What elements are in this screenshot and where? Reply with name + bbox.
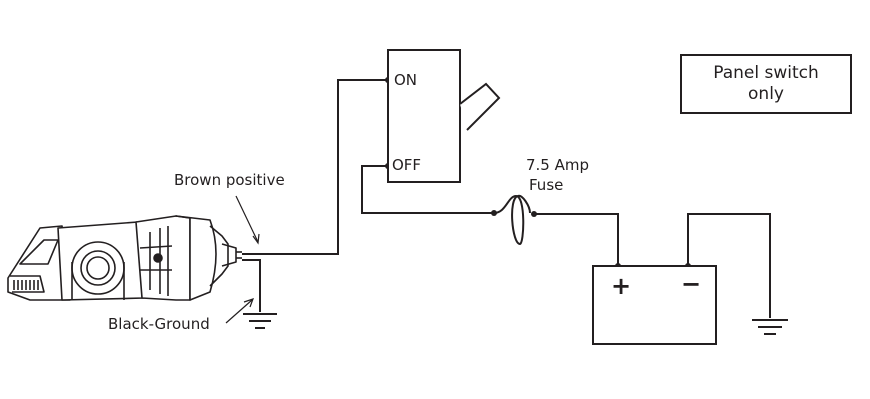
brown-positive-label: Brown positive	[174, 171, 285, 189]
wires	[242, 79, 771, 318]
switch-off-label: OFF	[392, 156, 422, 174]
battery-minus-label: −	[681, 270, 702, 298]
battery-icon	[592, 265, 717, 345]
leader-arrows	[225, 195, 260, 324]
battery-ground-symbol-icon	[752, 319, 788, 335]
switch-on-label: ON	[394, 71, 418, 89]
panel-note-line-2: only	[748, 84, 784, 104]
bilge-pump-icon	[7, 215, 242, 301]
ground-symbol-icon	[243, 313, 277, 329]
black-ground-label: Black-Ground	[108, 315, 210, 333]
toggle-switch-icon	[387, 49, 501, 183]
panel-switch-note: Panel switch only	[680, 54, 852, 114]
panel-note-line-1: Panel switch	[713, 63, 819, 83]
fuse-label: Fuse	[529, 176, 564, 194]
fuse-rating-label: 7.5 Amp	[526, 156, 590, 174]
battery-plus-label: +	[611, 272, 632, 300]
